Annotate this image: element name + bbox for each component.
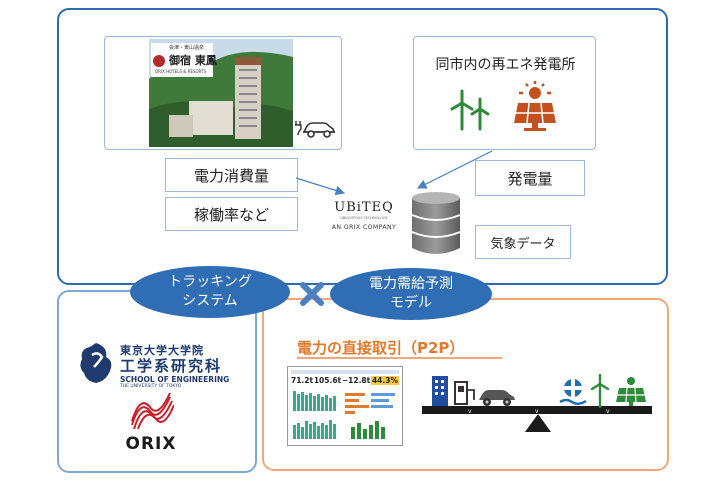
generation-label: 発電量 [475, 160, 585, 196]
wind-turbine-icon [450, 89, 490, 131]
orix-logo-icon [128, 393, 174, 429]
university-name: 東京大学大学院 工学系研究科 SCHOOL OF ENGINEERING THE… [120, 344, 230, 389]
operation-rate-label: 稼働率など [165, 197, 298, 231]
hotel-logo: 会津・東山温泉 御宿 東鳳 ORIX HOTELS & RESORTS [151, 43, 217, 77]
ev-car-icon [479, 390, 515, 406]
power-consumption-label: 電力消費量 [165, 158, 298, 192]
university-of-tokyo-logo-icon [80, 343, 112, 383]
ubiteq-logo: UBiTEQ UBIQUITOUS TECHNOLOGY AN ORIX COM… [331, 200, 397, 231]
supply-demand-balance: v v v [422, 406, 652, 432]
forecast-line2: モデル [390, 295, 432, 311]
dashboard-values: 71.2t 105.6t −12.8t 44.3% [291, 376, 399, 385]
renewable-plant-title: 同市内の再エネ発電所 [435, 57, 576, 73]
solar-panel-small-icon [616, 377, 646, 406]
svg-text:v: v [606, 408, 610, 415]
wind-turbine-small-icon [590, 374, 610, 408]
solar-panel-icon [514, 81, 556, 131]
dashboard-thumbnail: 71.2t 105.6t −12.8t 44.3% [287, 366, 403, 446]
forecast-line1: 電力需給予測 [369, 276, 453, 292]
cross-icon [300, 282, 324, 306]
forecast-model-ellipse: 電力需給予測 モデル [330, 268, 492, 320]
tracking-line1: トラッキング [168, 274, 252, 290]
svg-text:v: v [535, 408, 539, 415]
consumption-arrow [295, 177, 346, 196]
renewable-plant-panel: 同市内の再エネ発電所 [413, 36, 596, 150]
generation-arrow [416, 150, 493, 189]
building-icon [432, 376, 448, 406]
ev-charger-icon [454, 381, 475, 405]
p2p-title: 電力の直接取引（P2P） [297, 339, 465, 357]
orix-name: ORIX [125, 434, 177, 454]
p2p-title-underline [297, 357, 502, 359]
svg-text:v: v [468, 408, 472, 415]
tracking-line2: システム [182, 293, 238, 309]
hotel-panel: 会津・東山温泉 御宿 東鳳 ORIX HOTELS & RESORTS [104, 36, 342, 150]
weather-data-label: 気象データ [475, 225, 571, 259]
car-icon [302, 122, 336, 138]
tracking-system-ellipse: トラッキング システム [130, 266, 290, 318]
database-icon [411, 192, 461, 254]
hydro-power-icon [559, 379, 587, 405]
charging-plug-icon [295, 121, 302, 135]
